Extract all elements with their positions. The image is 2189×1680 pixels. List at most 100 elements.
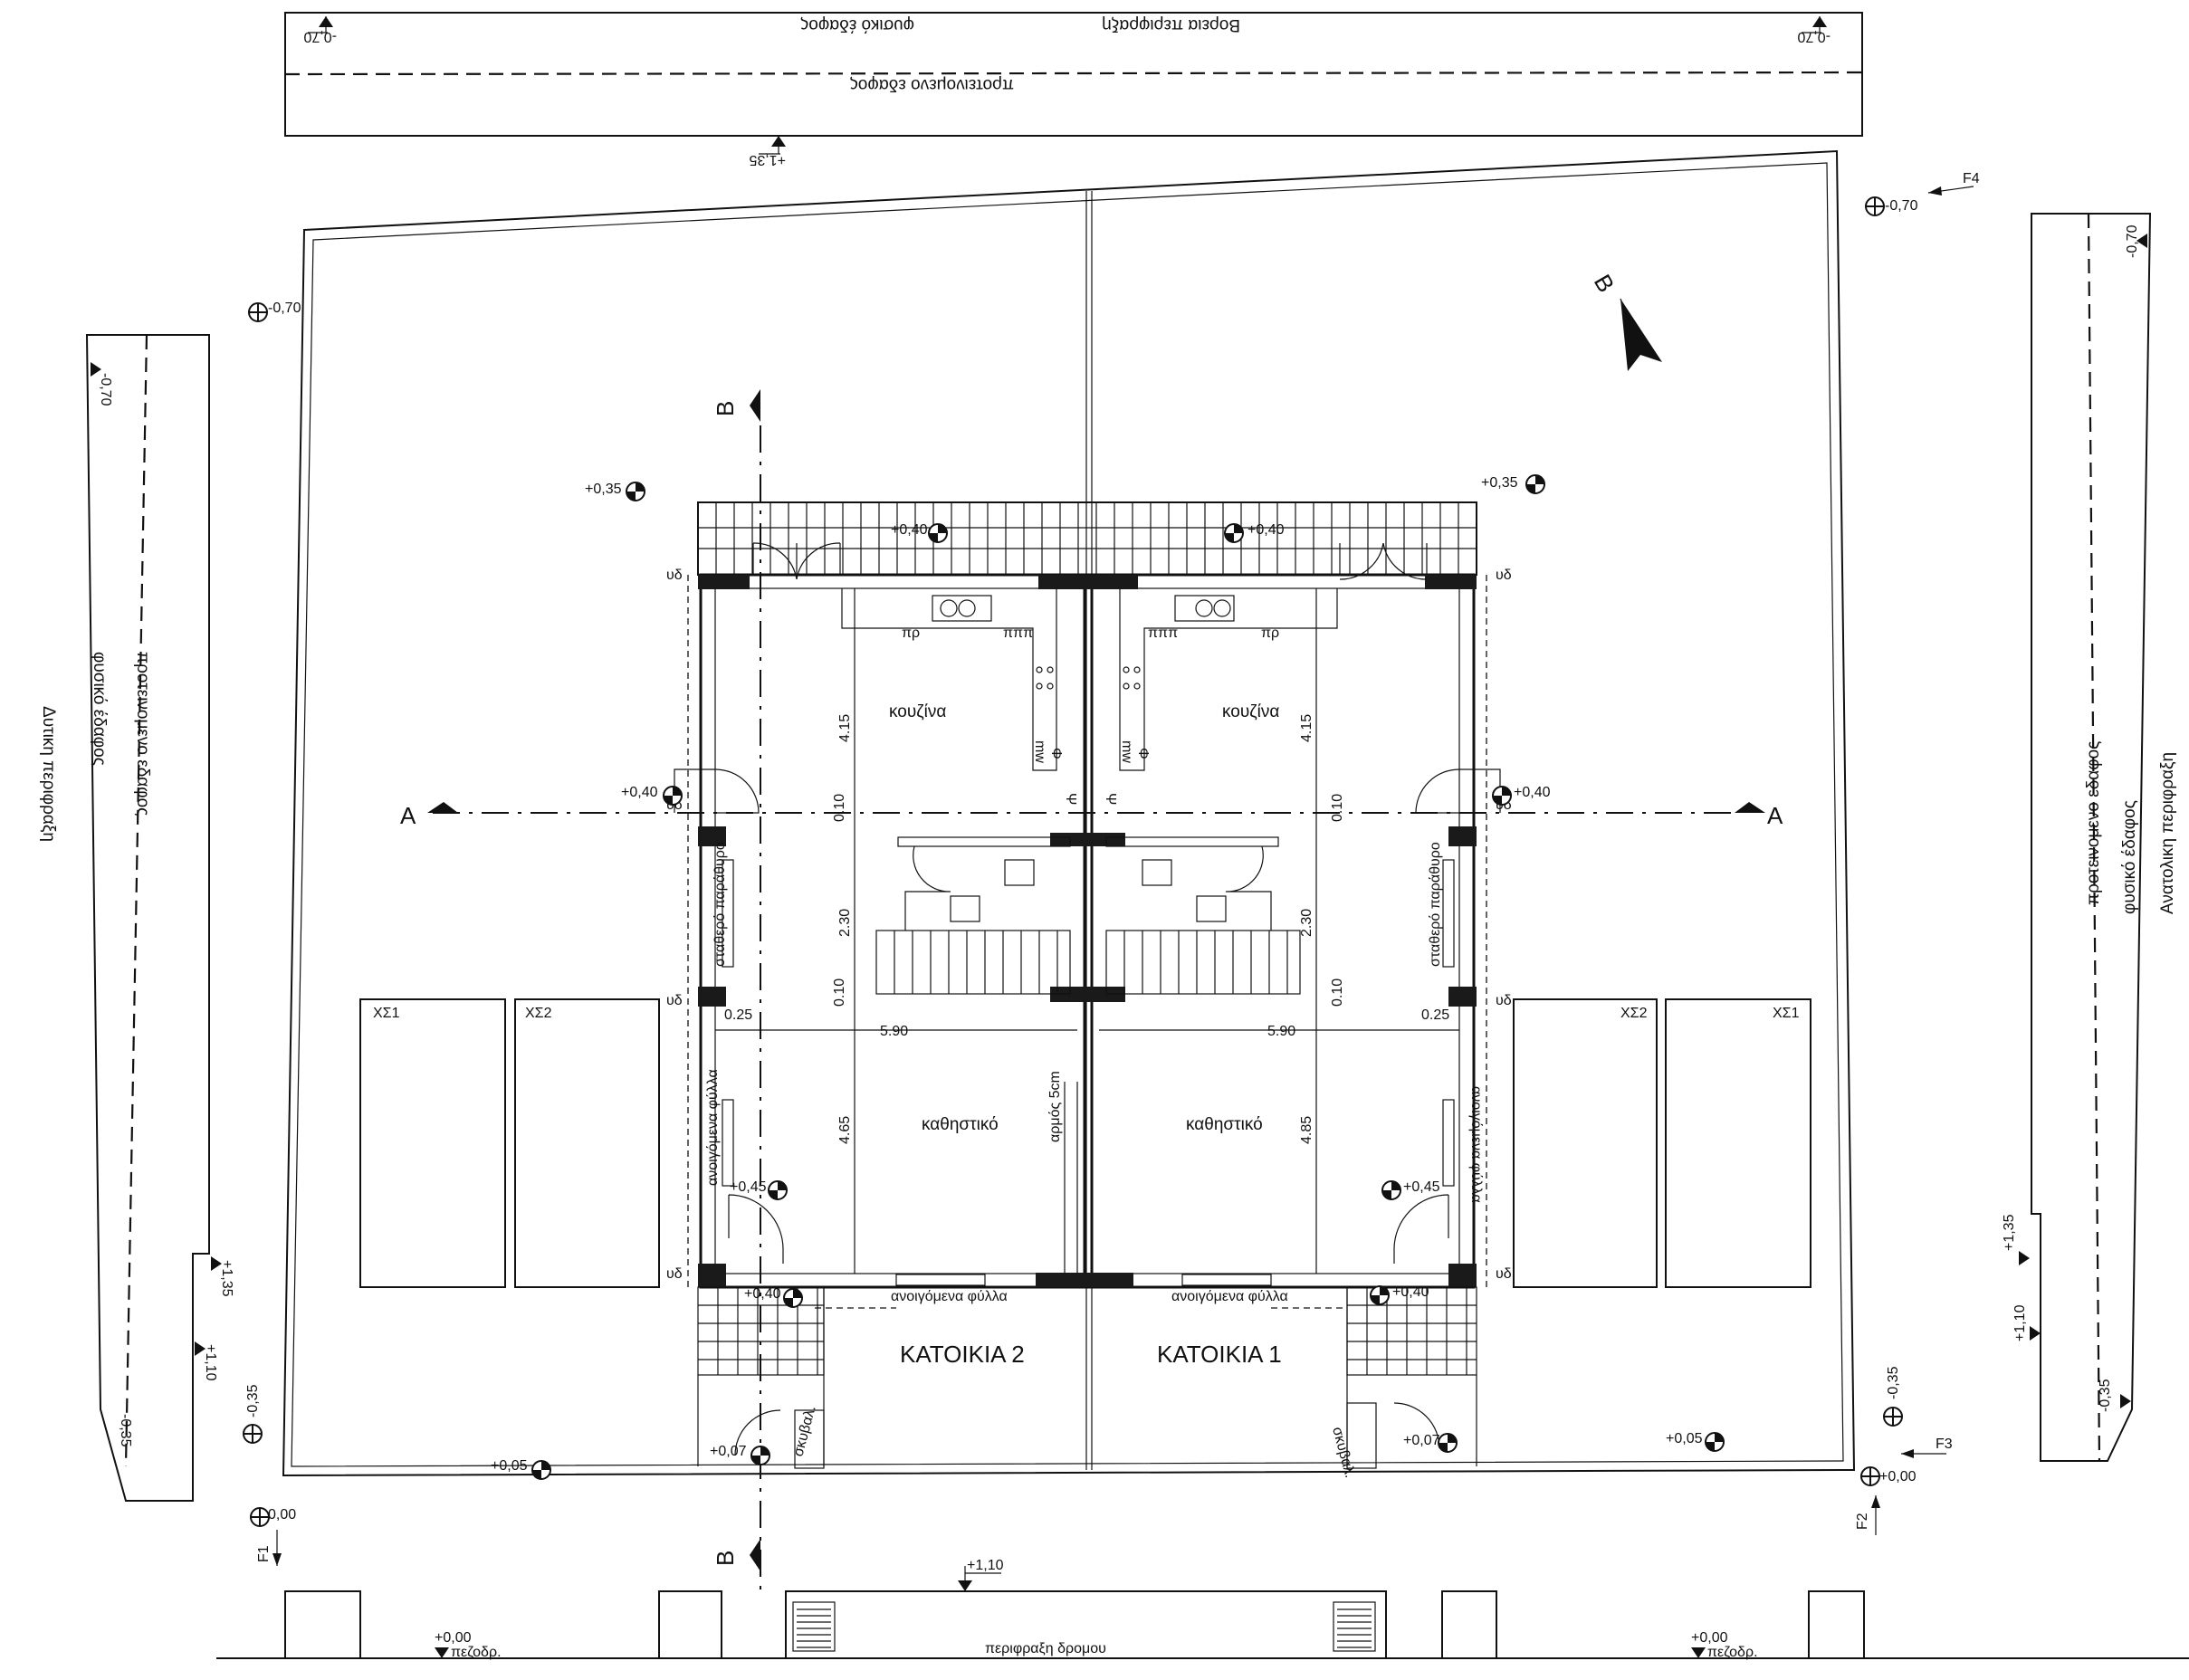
west-natural-ground-label: φυσικό έδαφος [90, 652, 109, 766]
hob-icon [1036, 666, 1043, 673]
house-name: ΚΑΤΟΙΚΙΑ 1 [1157, 1341, 1282, 1368]
east-level-step-high: +1,35 [2002, 1214, 2017, 1251]
road-fence-level: +1,10 [967, 1558, 1004, 1573]
spot-level-icon [250, 1507, 270, 1527]
spot-level-icon [663, 786, 683, 806]
column [1448, 1264, 1477, 1287]
parking-space [514, 998, 660, 1288]
north-natural-ground-label: φυσικό έδαφος [800, 15, 914, 34]
hob-icon [1123, 666, 1130, 673]
dim-living: 4.85 [1299, 1116, 1314, 1144]
section-b-label-top: B [712, 401, 739, 416]
level-marker-icon [2019, 1251, 2030, 1265]
fence-pillar [1441, 1590, 1497, 1659]
living-room-label: καθηστικό [922, 1115, 999, 1134]
sidewalk-label: πεζοδρ. [1707, 1645, 1758, 1660]
parking-space [1513, 998, 1658, 1288]
column [698, 987, 726, 1007]
spot-level-value: +0,40 [1247, 522, 1285, 538]
spot-level-value: +0,40 [1392, 1284, 1429, 1300]
fixed-window [722, 859, 734, 968]
rear-door-icon [752, 542, 841, 580]
north-level-bottom: +1,35 [749, 152, 786, 167]
spot-levels: -0,70 +0,35 +0,40 +0,40 +0,35 -0,70 +0,4… [243, 196, 1918, 1527]
staircase-left [875, 836, 1071, 995]
north-arrow-icon [1620, 298, 1662, 371]
north-fence-elevation: φυσικό έδαφος Βορεια περιφραξη προτεινομ… [284, 12, 1863, 167]
section-a-label-left: A [400, 802, 416, 829]
spot-level-icon [768, 1180, 788, 1200]
level-marker-icon [1691, 1647, 1706, 1658]
sidewalk-level: +0,00 [1691, 1630, 1728, 1646]
spot-level-icon [928, 523, 948, 543]
north-level-left: -0,70 [303, 29, 337, 44]
spot-level-icon [1492, 786, 1512, 806]
opening-window [1442, 1099, 1455, 1187]
spot-level-icon [1224, 523, 1244, 543]
fridge-label: πρ [902, 625, 920, 641]
column [698, 1264, 726, 1287]
west-proposed-ground-label: προτεινομενο εδαφος [133, 652, 152, 816]
level-marker-icon [435, 1647, 449, 1658]
dim-wall-top: 0.10 [832, 794, 847, 822]
west-level-bottom: -0,35 [118, 1414, 133, 1447]
east-natural-ground-label: φυσικό έδαφος [2120, 800, 2139, 914]
spot-level-icon [1525, 474, 1545, 494]
north-label: B [1589, 270, 1620, 297]
level-marker-icon [2120, 1394, 2131, 1408]
spot-level-value: -0,35 [245, 1384, 261, 1418]
section-b-label-bottom: B [712, 1551, 739, 1566]
photo-point-f3-label: F3 [1936, 1437, 1953, 1452]
east-level-top: -0,70 [2125, 224, 2140, 258]
proposed-ground-line [284, 71, 1863, 76]
spot-level-icon [1860, 1466, 1880, 1486]
drain-label: υδ [1496, 568, 1512, 583]
photo-point-f3 [1901, 1449, 1946, 1458]
building [674, 501, 1501, 1469]
column [1050, 833, 1125, 846]
spot-level-value: +0,45 [1403, 1179, 1440, 1195]
spot-level-icon [1381, 1180, 1401, 1200]
spot-level-icon [1883, 1407, 1903, 1427]
drain-label: υδ [666, 1266, 683, 1282]
spot-level-value: +0,40 [621, 785, 658, 800]
level-marker-icon [91, 362, 101, 377]
photo-point-f4 [1927, 186, 1974, 196]
parking-label: ΧΣ2 [525, 1006, 552, 1021]
north-level-right: -0,70 [1797, 29, 1831, 44]
kitchen-label: κουζίνα [889, 702, 946, 721]
sink-icon [932, 595, 992, 622]
spot-level-value: 0,00 [268, 1507, 296, 1522]
road-fence-title: περιφραξη δρομου [985, 1641, 1106, 1656]
meter-box-icon [792, 1601, 836, 1652]
east-elevation-title: Ανατολικη περιφραξη [2158, 752, 2177, 914]
bin-enclosure [794, 1409, 825, 1469]
meter-box-icon [1333, 1601, 1376, 1652]
level-marker-icon [195, 1341, 206, 1356]
front-window [895, 1274, 986, 1286]
spot-level-icon [531, 1460, 551, 1480]
dishwasher-label: πππ [1148, 625, 1178, 641]
opening-leaves-front-label: ανοιγόμενα φύλλα [891, 1289, 1008, 1304]
west-level-step-low: +1,10 [203, 1344, 218, 1381]
level-marker-icon [211, 1256, 222, 1271]
spot-level-value: +0,40 [744, 1286, 781, 1302]
spot-level-value: +0,05 [491, 1458, 528, 1474]
door-icon [728, 1194, 784, 1264]
microwave-label: mw [1119, 740, 1134, 763]
dim-stair: 2.30 [837, 909, 853, 937]
section-line-a [427, 802, 1765, 814]
east-fence-elevation: προτεινομενο εδαφος φυσικό έδαφος Ανατολ… [2002, 213, 2177, 1462]
west-level-step-high: +1,35 [219, 1260, 234, 1297]
column [1448, 987, 1477, 1007]
spot-level-icon [626, 482, 645, 501]
dim-wall-top: 0.10 [1330, 794, 1345, 822]
fence-wall [785, 1590, 1387, 1659]
door-icon [1393, 1194, 1449, 1264]
east-elevation-outline [2031, 213, 2152, 1462]
rear-door-icon [1339, 542, 1428, 580]
east-level-bottom: -0,35 [2098, 1379, 2113, 1412]
house-1-labels: κουζίνα καθηστικό ΚΑΤΟΙΚΙΑ 1 πρ πππ mw Φ… [1103, 625, 1484, 1480]
east-proposed-ground-label: προτεινομενο εδαφος [2084, 741, 2103, 905]
proposed-ground-line [2087, 213, 2101, 1462]
